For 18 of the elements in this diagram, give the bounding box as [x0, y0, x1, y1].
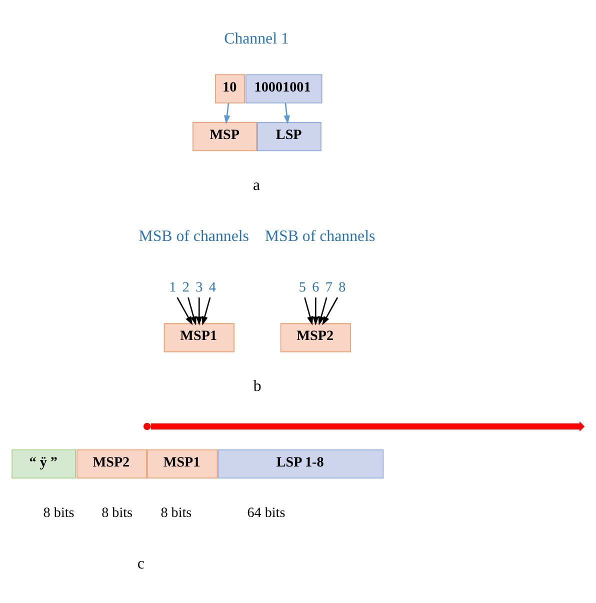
node-text: 4	[208, 279, 216, 296]
node-text: 5	[298, 279, 306, 296]
node-text: 8	[338, 279, 346, 296]
node-text: 1	[169, 279, 176, 296]
label: c	[137, 554, 144, 572]
node-label: 8 bits	[43, 504, 74, 520]
label: MSB of channels	[264, 228, 376, 245]
label: a	[252, 176, 260, 194]
node-label: 8 bits	[102, 504, 133, 520]
label: b	[253, 378, 262, 395]
node-text: 7	[325, 279, 332, 296]
label: Channel 1	[224, 30, 289, 47]
node-text: 2	[182, 279, 190, 296]
node-text: 6	[312, 279, 320, 296]
node-text: 3	[196, 279, 203, 296]
node-label: 64 bits	[247, 504, 286, 520]
label: MSB of channels	[138, 228, 249, 245]
node-label: 8 bits	[160, 504, 192, 520]
